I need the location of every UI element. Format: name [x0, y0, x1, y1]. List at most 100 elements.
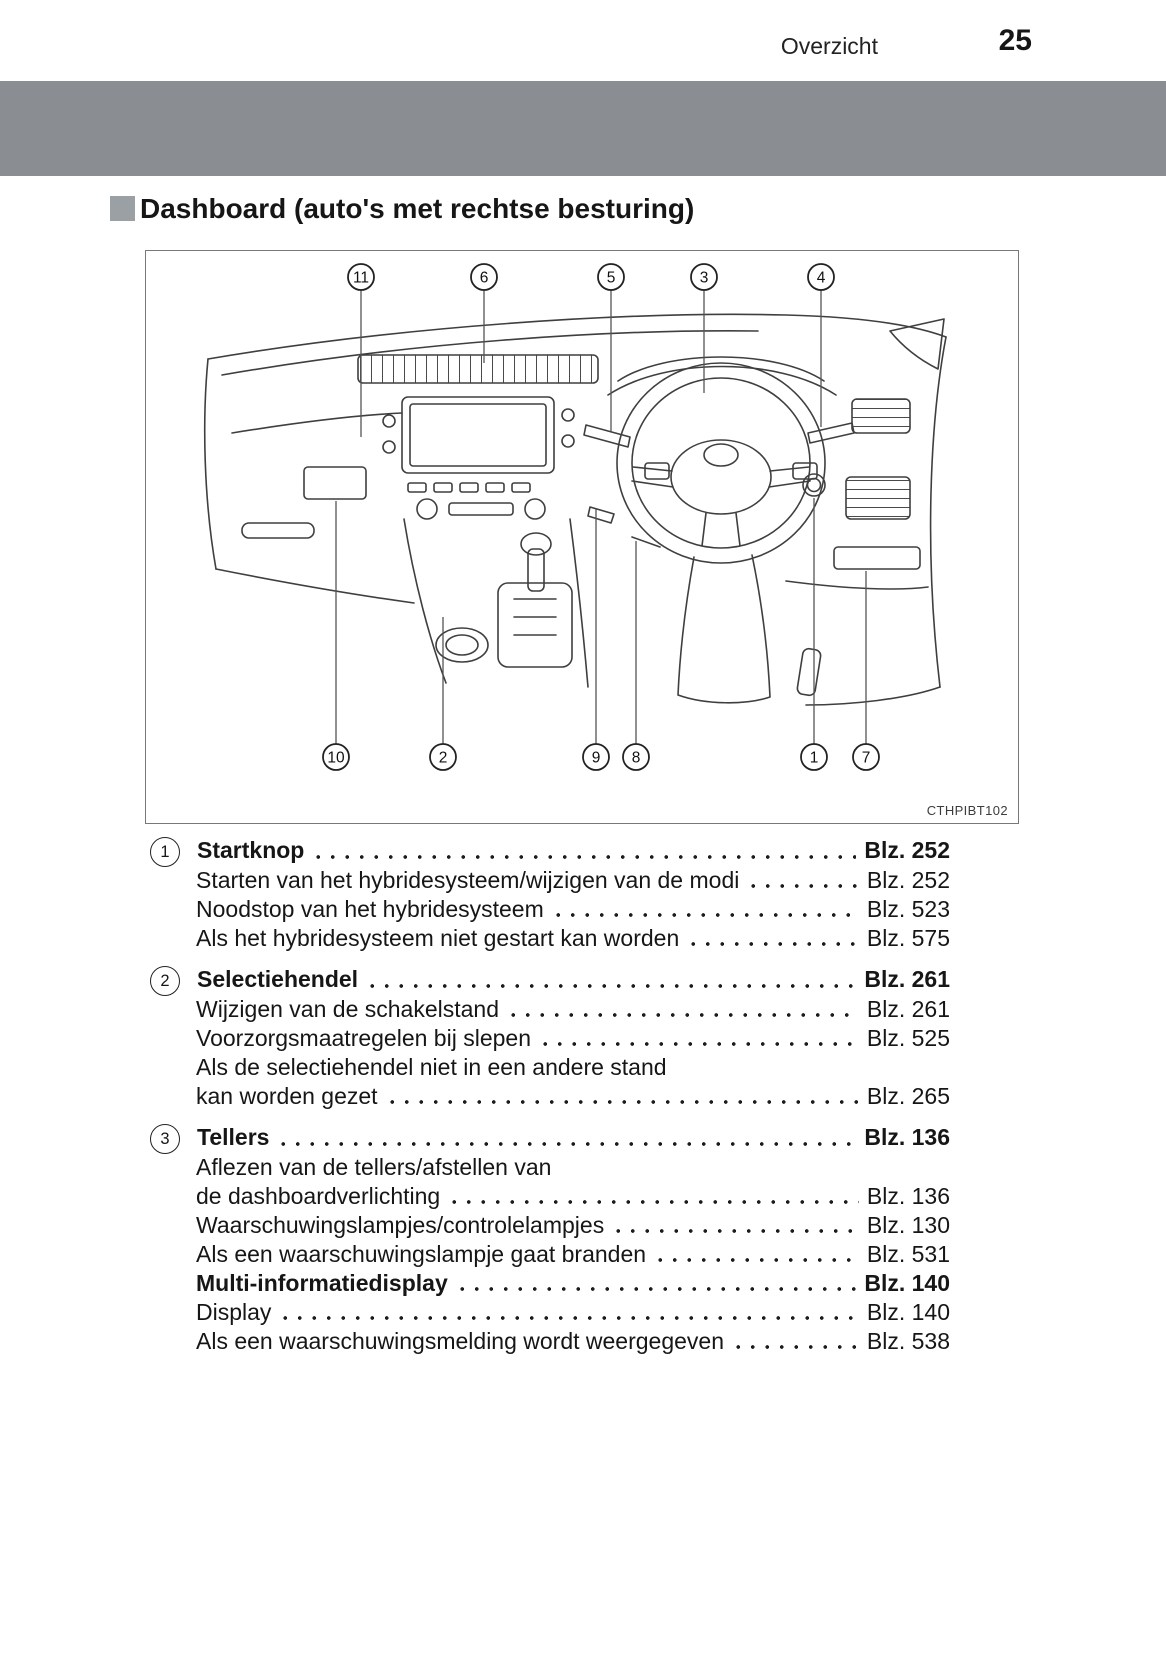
quarter-window: [889, 318, 945, 370]
index-subentries: Aflezen van de tellers/afstellen van de …: [150, 1153, 950, 1356]
subentry-text: Als het hybridesysteem niet gestart kan …: [196, 925, 680, 951]
subentry-text: Aflezen van de tellers/afstellen van: [196, 1154, 552, 1180]
index-subentries: Starten van het hybridesysteem/wijzigen …: [150, 866, 950, 953]
dot-leader: [731, 1332, 859, 1356]
callout-11: 11: [347, 263, 375, 291]
dot-leader: [454, 1274, 857, 1298]
lower-left-dash-edge: [215, 568, 415, 604]
index-entry: 1 Startknop Blz. 252 Starten van het hyb…: [150, 836, 950, 953]
left-door-edge: [203, 358, 217, 570]
right-stalk: [807, 422, 855, 444]
callout-3: 3: [690, 263, 718, 291]
dash-inner-edge: [221, 330, 759, 376]
page-reference: Blz. 140: [866, 1299, 950, 1325]
climate-button: [459, 482, 479, 493]
subentry-text: Display: [196, 1299, 272, 1325]
screen-knob: [382, 414, 396, 428]
header-section-label: Overzicht: [780, 33, 878, 59]
a-pillar: [929, 336, 947, 688]
page-reference: Blz. 538: [866, 1328, 950, 1354]
release-lever: [587, 506, 615, 524]
accelerator-pedal: [796, 647, 822, 697]
svg-text:2: 2: [439, 750, 448, 767]
gear-lever: [527, 548, 545, 592]
driver-side-panel: [303, 466, 367, 500]
screen-knob: [561, 408, 575, 422]
page-reference: Blz. 136: [866, 1183, 950, 1209]
page-reference: Blz. 252: [866, 867, 950, 893]
subentry-text: Multi-informatiedisplay: [196, 1270, 448, 1296]
index-subentry: Voorzorgsmaatregelen bij slepen Blz. 525: [196, 1024, 950, 1053]
lower-right-panel: [833, 546, 921, 570]
wheel-spoke-right: [768, 466, 811, 488]
section-title: Dashboard (auto's met rechtse besturing): [110, 193, 694, 225]
section-bullet-icon: [110, 196, 135, 221]
dot-leader: [746, 871, 859, 895]
dot-leader: [278, 1303, 859, 1327]
entry-title: Selectiehendel: [197, 966, 359, 992]
subentry-text: de dashboardverlichting: [196, 1183, 441, 1209]
svg-text:5: 5: [607, 270, 616, 287]
callout-10: 10: [322, 743, 350, 771]
index-list: 1 Startknop Blz. 252 Starten van het hyb…: [150, 836, 950, 1356]
page-reference: Blz. 136: [864, 1124, 950, 1150]
callout-6: 6: [470, 263, 498, 291]
index-subentry: kan worden gezet Blz. 265: [196, 1082, 950, 1111]
svg-text:1: 1: [810, 750, 819, 767]
subentry-text: Voorzorgsmaatregelen bij slepen: [196, 1025, 531, 1051]
svg-text:7: 7: [862, 750, 871, 767]
climate-button: [407, 482, 427, 493]
svg-text:11: 11: [353, 270, 369, 287]
screen-knob: [382, 440, 396, 454]
dot-leader: [537, 1029, 859, 1053]
index-entry-heading: 1 Startknop Blz. 252: [150, 836, 950, 867]
svg-text:8: 8: [632, 750, 641, 767]
console-left-edge: [403, 518, 447, 684]
page-reference: Blz. 261: [864, 966, 950, 992]
callout-7: 7: [852, 743, 880, 771]
index-subentry: Multi-informatiedisplay Blz. 140: [196, 1269, 950, 1298]
infotainment-screen: [401, 396, 555, 474]
console-right-edge: [569, 518, 589, 688]
dashboard-line-art: [203, 313, 947, 706]
index-subentry: Display Blz. 140: [196, 1298, 950, 1327]
tilt-lever: [631, 536, 661, 548]
index-subentry: Wijzigen van de schakelstand Blz. 261: [196, 995, 950, 1024]
footwell-edge: [805, 686, 941, 706]
callout-2: 2: [429, 743, 457, 771]
dash-top-edge: [207, 313, 947, 360]
subentry-text: Als een waarschuwingsmelding wordt weerg…: [196, 1328, 725, 1354]
dot-leader: [506, 1000, 859, 1024]
dot-leader: [447, 1187, 859, 1211]
index-subentries: Wijzigen van de schakelstand Blz. 261 Vo…: [150, 995, 950, 1111]
subentry-text: Waarschuwingslampjes/controlelampjes: [196, 1212, 605, 1238]
item-number-badge: 1: [150, 837, 180, 867]
dot-leader: [384, 1087, 859, 1111]
gear-knob: [520, 532, 552, 556]
dot-leader: [653, 1245, 859, 1269]
index-entry-heading: 3 Tellers Blz. 136: [150, 1123, 950, 1154]
index-subentry: Noodstop van het hybridesysteem Blz. 523: [196, 895, 950, 924]
callout-leader-lines: [335, 290, 867, 744]
instrument-cowl-inner: [607, 365, 837, 396]
lower-right-dash-edge: [785, 580, 929, 590]
dot-leader: [365, 971, 857, 995]
left-dash-crease: [231, 412, 403, 434]
start-button-inner: [806, 477, 822, 493]
dot-leader: [611, 1216, 859, 1240]
callout-5: 5: [597, 263, 625, 291]
right-vent-lower: [845, 476, 911, 520]
subentry-text: kan worden gezet: [196, 1083, 378, 1109]
dot-leader: [550, 900, 859, 924]
start-button: [802, 473, 826, 497]
index-subentry: Starten van het hybridesysteem/wijzigen …: [196, 866, 950, 895]
svg-text:9: 9: [592, 750, 601, 767]
dot-leader: [276, 1129, 857, 1153]
section-title-text: Dashboard (auto's met rechtse besturing): [140, 193, 695, 224]
steering-wheel: [616, 362, 826, 564]
svg-text:3: 3: [700, 270, 709, 287]
index-subentry: Als een waarschuwingsmelding wordt weerg…: [196, 1327, 950, 1356]
wheel-button-right: [792, 462, 818, 480]
index-subentry: Waarschuwingslampjes/controlelampjes Blz…: [196, 1211, 950, 1240]
figure-code: CTHPIBT102: [926, 803, 1008, 818]
